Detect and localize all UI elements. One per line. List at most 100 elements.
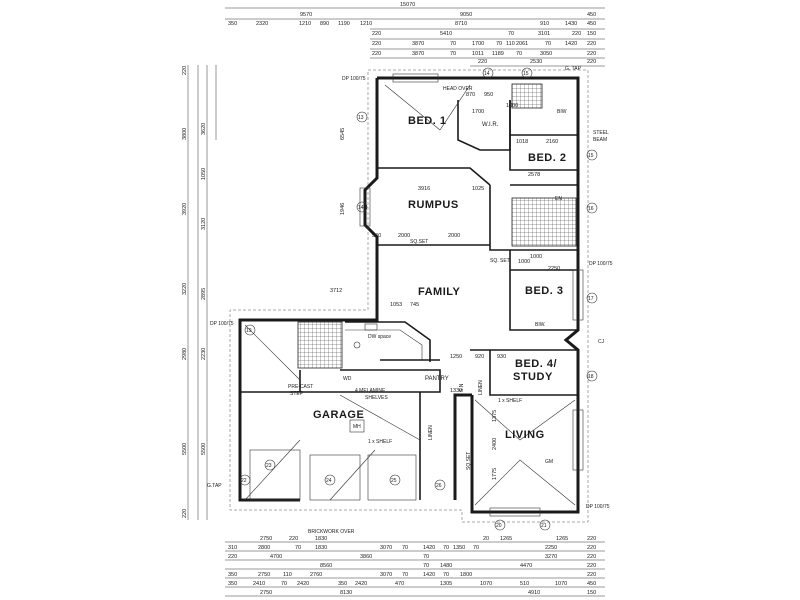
dp-label: DP 100/75	[210, 321, 234, 327]
dim: 310	[228, 545, 237, 551]
marker-24: 24	[324, 474, 336, 486]
melamine-label: 4 MELAMINE	[355, 388, 386, 394]
dim: 9570	[300, 12, 312, 18]
dim: 745	[410, 302, 419, 308]
svg-text:25: 25	[391, 478, 397, 484]
dim: 2230	[201, 348, 207, 360]
dim: 3860	[360, 554, 372, 560]
precast-step-label: STEP	[290, 391, 304, 397]
dim: 2250	[545, 545, 557, 551]
dim: 3050	[540, 51, 552, 57]
mh-label: MH	[353, 424, 361, 430]
ceiling-diagonals	[244, 84, 576, 506]
dim: 1250	[450, 354, 462, 360]
marker-16: 16	[586, 202, 598, 214]
dim: 940	[372, 233, 381, 239]
dim: 1330	[450, 388, 462, 394]
marker-14: 14	[482, 67, 494, 79]
dim: 890	[320, 21, 329, 27]
marker-19: 19	[244, 324, 256, 336]
internal-walls	[240, 100, 578, 500]
dp-label: DP 100/75	[342, 76, 366, 82]
dim: 70	[473, 545, 479, 551]
tiled-areas	[297, 83, 577, 369]
dim: 1305	[440, 581, 452, 587]
dim: 1189	[492, 51, 504, 57]
dim: 3120	[201, 218, 207, 230]
dim: 1210	[360, 21, 372, 27]
dim: 3870	[412, 51, 424, 57]
dim: 2760	[310, 572, 322, 578]
marker-18: 18	[586, 370, 598, 382]
room-wir: W.I.R.	[482, 122, 499, 128]
dim: 2750	[258, 572, 270, 578]
dim: 950	[484, 92, 493, 98]
left-dimensions: 220 3800 3920 3220 2980 5500 220 3620 10…	[182, 65, 217, 520]
dim: 1830	[315, 536, 327, 542]
svg-text:15: 15	[523, 71, 529, 77]
room-family: FAMILY	[418, 286, 460, 298]
melamine-label: SHELVES	[365, 395, 388, 401]
garage-doors	[249, 419, 417, 501]
svg-text:19: 19	[246, 328, 252, 334]
dim: 350	[228, 21, 237, 27]
dim: 2750	[260, 536, 272, 542]
sq-set-label: SQ.SET	[466, 452, 472, 470]
dim: 1190	[338, 21, 350, 27]
dim: 70	[443, 572, 449, 578]
linen-label: LINEN	[428, 425, 434, 440]
dim: 510	[520, 581, 529, 587]
dim: 220	[587, 41, 596, 47]
dim: 2061	[516, 41, 528, 47]
dim: 2800	[258, 545, 270, 551]
dim: 110	[283, 572, 292, 578]
dim: 3920	[182, 203, 188, 215]
dim: 3220	[182, 283, 188, 295]
marker-26: 26	[434, 479, 446, 491]
dim: 70	[450, 51, 456, 57]
biw-label: BIW.	[535, 322, 546, 328]
dim: 220	[587, 51, 596, 57]
dim: 220	[182, 66, 188, 75]
dim: 2420	[297, 581, 309, 587]
room-bed2: BED. 2	[528, 152, 566, 164]
dim: 1700	[472, 109, 484, 115]
dim: 220	[182, 509, 188, 518]
annotations: HEAD OVER STEEL BEAM SQ.SET SQ. SET SQ.S…	[207, 66, 613, 535]
shelf-label: 1 x SHELF	[368, 439, 392, 445]
dim: 1420	[423, 572, 435, 578]
dim: 350	[338, 581, 347, 587]
dim: 2895	[201, 288, 207, 300]
dim: 220	[587, 554, 596, 560]
dim: 220	[228, 554, 237, 560]
dim: 220	[587, 59, 596, 65]
marker-20: 20	[494, 519, 506, 531]
marker-15: 15	[586, 149, 598, 161]
svg-text:20: 20	[496, 523, 502, 529]
gtap-label: G. TAP	[565, 66, 582, 72]
dim: 1375	[492, 410, 498, 422]
dim: 220	[289, 536, 298, 542]
dim: 220	[372, 31, 381, 37]
dim: 5410	[440, 31, 452, 37]
wd-label: WD	[343, 376, 352, 382]
sq-set-label: SQ.SET	[410, 239, 428, 245]
dim: 70	[281, 581, 287, 587]
dim: 20	[483, 536, 489, 542]
dim: 150	[587, 590, 596, 596]
top-dimensions: 15070 9570 9050 450 350 2320 1210 890 11…	[225, 2, 605, 67]
dim: 1265	[556, 536, 568, 542]
marker-23: 23	[264, 459, 276, 471]
sq-set-label: SQ. SET	[490, 258, 510, 264]
dim: 8710	[455, 21, 467, 27]
dim: 70	[402, 572, 408, 578]
dim: 2250	[548, 266, 560, 272]
svg-text:21: 21	[541, 523, 547, 529]
dim: 2000	[398, 233, 410, 239]
eaves-outline	[229, 69, 589, 523]
svg-text:24: 24	[326, 478, 332, 484]
dim: 1775	[492, 468, 498, 480]
dim: 450	[587, 12, 596, 18]
head-over-label: HEAD OVER	[443, 86, 473, 92]
dim: 920	[475, 354, 484, 360]
